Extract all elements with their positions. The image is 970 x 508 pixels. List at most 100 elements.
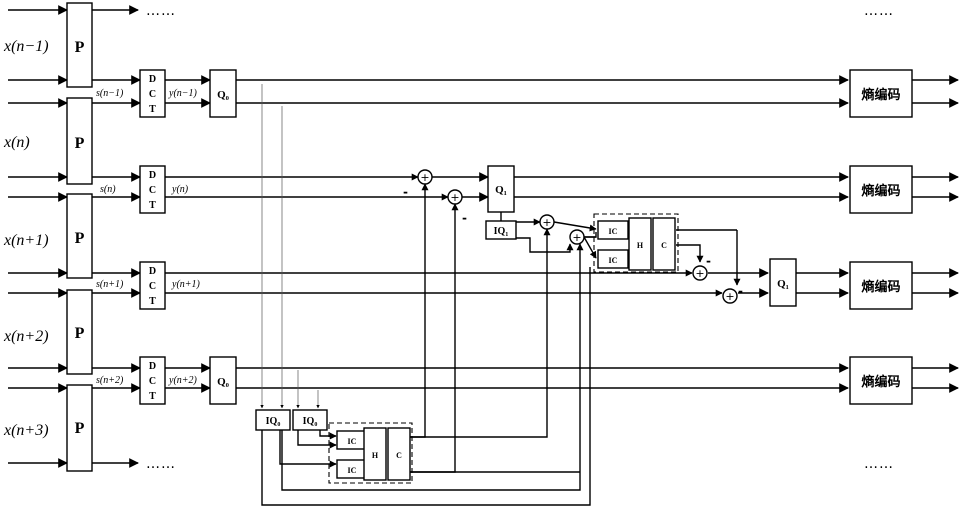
coefficient-label: y(n) xyxy=(171,184,189,195)
svg-text:Q₀: Q₀ xyxy=(217,89,230,101)
subband-labels: s(n−1) s(n) s(n+1) s(n+2) xyxy=(96,88,124,386)
ellipsis: …… xyxy=(864,456,894,472)
svg-text:P: P xyxy=(75,420,85,437)
svg-text:熵编码: 熵编码 xyxy=(860,279,900,294)
p-blocks: P P P P P xyxy=(67,3,92,471)
entropy-coders: 熵编码 熵编码 熵编码 熵编码 xyxy=(850,70,912,404)
iq0-block: IQ₀ xyxy=(256,410,290,430)
subband-label: s(n+1) xyxy=(96,279,124,290)
svg-text:IC: IC xyxy=(348,466,357,475)
p-block: P xyxy=(67,290,92,374)
svg-text:+: + xyxy=(695,267,704,280)
svg-text:+: + xyxy=(420,171,429,184)
subband-label: s(n) xyxy=(100,184,116,195)
input-label: x(n) xyxy=(3,134,30,151)
input-label: x(n+3) xyxy=(3,422,49,439)
dct-block: D C T xyxy=(140,357,165,404)
svg-text:P: P xyxy=(75,325,85,342)
inverse-quantizers: IQ₁ IQ₀ IQ₀ xyxy=(256,221,516,430)
p-block: P xyxy=(67,3,92,87)
input-label: x(n+2) xyxy=(3,328,49,345)
minus-sign: - xyxy=(403,185,408,199)
svg-text:T: T xyxy=(149,296,156,307)
dct-block: D C T xyxy=(140,70,165,117)
svg-text:C: C xyxy=(149,376,156,387)
ic-block: IC xyxy=(598,250,628,268)
q0-block: Q₀ xyxy=(210,357,236,404)
ic-block: IC xyxy=(337,460,367,478)
ellipsis: …… xyxy=(864,3,894,19)
svg-text:+: + xyxy=(450,191,459,204)
adder-node: + xyxy=(570,230,584,244)
h-block: H xyxy=(364,428,386,480)
svg-text:IC: IC xyxy=(348,437,357,446)
lower-ic-group: IC IC H C xyxy=(329,423,412,483)
svg-text:T: T xyxy=(149,391,156,402)
minus-sign: - xyxy=(738,284,743,298)
svg-text:T: T xyxy=(149,104,156,115)
p-block: P xyxy=(67,385,92,471)
adder-node: + xyxy=(723,289,737,303)
svg-text:D: D xyxy=(149,266,156,277)
coefficient-label: y(n+2) xyxy=(168,375,198,386)
coefficient-labels: y(n−1) y(n) y(n+1) y(n+2) xyxy=(168,88,201,386)
entropy-block: 熵编码 xyxy=(850,166,912,213)
svg-text:P: P xyxy=(75,135,85,152)
svg-text:IQ₀: IQ₀ xyxy=(303,416,318,427)
q0-block: Q₀ xyxy=(210,70,236,117)
svg-text:P: P xyxy=(75,230,85,247)
entropy-block: 熵编码 xyxy=(850,262,912,309)
svg-text:IQ₀: IQ₀ xyxy=(266,416,281,427)
svg-text:D: D xyxy=(149,74,156,85)
dct-block: D C T xyxy=(140,166,165,213)
svg-text:熵编码: 熵编码 xyxy=(860,374,900,389)
coefficient-label: y(n+1) xyxy=(171,279,201,290)
minus-sign: - xyxy=(462,211,467,225)
adder-node: + xyxy=(418,170,432,184)
svg-text:C: C xyxy=(149,185,156,196)
q1-block: Q₁ xyxy=(488,166,514,212)
svg-text:C: C xyxy=(149,281,156,292)
svg-text:Q₁: Q₁ xyxy=(777,278,789,290)
svg-text:Q₁: Q₁ xyxy=(495,184,507,196)
h-block: H xyxy=(629,218,651,270)
upper-ic-group: IC IC H C xyxy=(594,214,678,272)
input-label: x(n−1) xyxy=(3,38,49,55)
svg-text:H: H xyxy=(372,451,379,460)
svg-text:C: C xyxy=(149,89,156,100)
subband-label: s(n−1) xyxy=(96,88,124,99)
svg-text:H: H xyxy=(637,241,644,250)
svg-text:P: P xyxy=(75,39,85,56)
ic-block: IC xyxy=(337,431,367,449)
svg-text:+: + xyxy=(725,290,734,303)
minus-sign: - xyxy=(706,254,711,268)
entropy-block: 熵编码 xyxy=(850,70,912,117)
ellipsis: …… xyxy=(146,3,176,19)
q1-block: Q₁ xyxy=(770,259,796,306)
svg-text:IC: IC xyxy=(609,256,618,265)
entropy-block: 熵编码 xyxy=(850,357,912,404)
adders: + + + + + + xyxy=(418,170,737,303)
svg-text:D: D xyxy=(149,361,156,372)
c-block: C xyxy=(388,428,410,480)
coefficient-label: y(n−1) xyxy=(168,88,198,99)
input-labels: x(n−1) x(n) x(n+1) x(n+2) x(n+3) xyxy=(3,38,49,439)
dct-blocks: D C T D C T D C T D C T xyxy=(140,70,165,404)
svg-text:熵编码: 熵编码 xyxy=(860,183,900,198)
p-block: P xyxy=(67,194,92,278)
dct-block: D C T xyxy=(140,262,165,309)
iq0-block: IQ₀ xyxy=(293,410,327,430)
adder-node: + xyxy=(693,266,707,280)
input-label: x(n+1) xyxy=(3,232,49,249)
svg-text:IQ₁: IQ₁ xyxy=(494,226,509,237)
p-block: P xyxy=(67,98,92,184)
svg-text:IC: IC xyxy=(609,227,618,236)
svg-text:+: + xyxy=(542,216,551,229)
adder-node: + xyxy=(540,215,554,229)
adder-node: + xyxy=(448,190,462,204)
svg-text:熵编码: 熵编码 xyxy=(860,87,900,102)
svg-text:T: T xyxy=(149,200,156,211)
svg-text:+: + xyxy=(572,231,581,244)
svg-text:Q₀: Q₀ xyxy=(217,376,230,388)
